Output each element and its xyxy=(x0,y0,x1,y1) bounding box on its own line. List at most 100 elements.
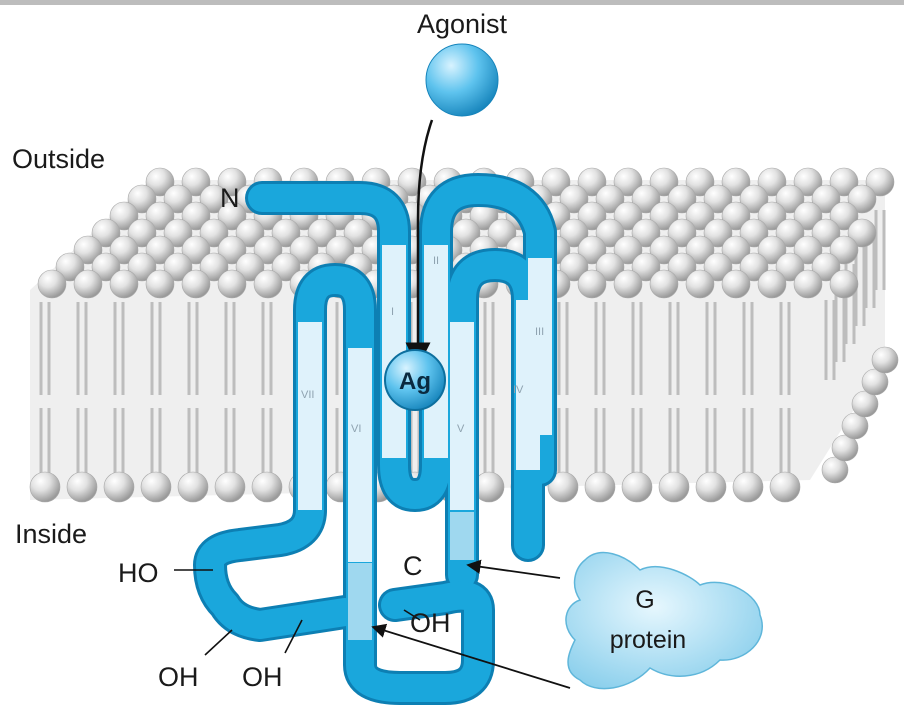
lipid-head xyxy=(181,235,211,265)
receptor xyxy=(193,173,557,705)
lipid-head xyxy=(127,184,157,214)
lipid-head xyxy=(829,269,859,299)
lipid-head xyxy=(847,184,877,214)
lipid-head xyxy=(547,471,579,503)
lipid-head xyxy=(145,201,175,231)
lipid-head xyxy=(577,167,607,197)
binding-arrow xyxy=(405,119,434,368)
lipid-head xyxy=(811,218,841,248)
lipid-head xyxy=(214,471,246,503)
lipid-head xyxy=(217,201,247,231)
lipid-head xyxy=(721,167,751,197)
lipid-head xyxy=(865,167,895,197)
lipid-head xyxy=(757,269,787,299)
lipid-head xyxy=(793,269,823,299)
lipid-head xyxy=(793,167,823,197)
lipid-head xyxy=(667,252,697,282)
helix-label-1: I xyxy=(391,306,394,318)
lipid-head xyxy=(127,252,157,282)
lipid-head xyxy=(703,218,733,248)
lipid-head xyxy=(73,269,103,299)
lipid-head xyxy=(217,269,247,299)
g-protein-label-g: G xyxy=(635,586,654,614)
helix-label-4: IV xyxy=(513,384,524,396)
lipid-head xyxy=(181,201,211,231)
hydroxyl-leaders xyxy=(174,569,421,656)
lipid-head xyxy=(199,184,229,214)
lipid-head xyxy=(91,252,121,282)
lipid-head xyxy=(91,218,121,248)
g-protein-arrow-lower xyxy=(371,623,571,689)
n-terminus-label: N xyxy=(220,183,240,213)
lipid-head xyxy=(721,235,751,265)
lipid-head xyxy=(829,201,859,231)
lipid-head xyxy=(595,218,625,248)
lipid-head xyxy=(851,390,879,418)
oh-label-right: OH xyxy=(410,608,451,638)
lipid-head xyxy=(667,184,697,214)
lipid-head xyxy=(631,218,661,248)
lipid-head xyxy=(235,252,265,282)
lipid-head xyxy=(163,252,193,282)
helix-label-7: VII xyxy=(301,389,314,401)
lipid-head xyxy=(577,269,607,299)
lipid-head xyxy=(103,471,135,503)
agonist-ball xyxy=(425,43,499,117)
lipid-head xyxy=(487,218,517,248)
lipid-head xyxy=(841,412,869,440)
lipid-head xyxy=(559,184,589,214)
lipid-head xyxy=(343,218,373,248)
lipid-head xyxy=(253,235,283,265)
lipid-head xyxy=(595,184,625,214)
lipid-head xyxy=(829,235,859,265)
lipid-head xyxy=(685,269,715,299)
lipid-head xyxy=(649,201,679,231)
g-protein-blob xyxy=(565,551,763,690)
lipid-head xyxy=(658,471,690,503)
lipid-head xyxy=(861,368,889,396)
lipid-head xyxy=(577,235,607,265)
ligand-bound xyxy=(384,349,446,411)
lipid-head xyxy=(649,167,679,197)
lipid-head xyxy=(757,167,787,197)
lipid-head xyxy=(811,252,841,282)
agonist-label: Agonist xyxy=(417,9,508,39)
lipid-head xyxy=(721,269,751,299)
lipid-head xyxy=(721,201,751,231)
lipid-head xyxy=(199,252,229,282)
lipid-head xyxy=(757,235,787,265)
lipid-head xyxy=(631,184,661,214)
lipid-head xyxy=(55,252,85,282)
lipid-head xyxy=(613,167,643,197)
lipid-head xyxy=(739,218,769,248)
lipid-head xyxy=(140,471,172,503)
lipid-head xyxy=(145,269,175,299)
lipid-head xyxy=(251,471,283,503)
helix-label-2: II xyxy=(433,255,439,267)
lipid-head xyxy=(181,269,211,299)
lipid-head xyxy=(811,184,841,214)
lipid-head xyxy=(871,346,899,374)
lipid-head xyxy=(739,184,769,214)
lipid-head xyxy=(109,269,139,299)
lipid-head xyxy=(775,252,805,282)
lipid-head xyxy=(29,471,61,503)
lipid-head xyxy=(127,218,157,248)
lipid-head xyxy=(577,201,607,231)
lipid-head xyxy=(66,471,98,503)
inside-label: Inside xyxy=(15,519,87,549)
helix-labels: I II III IV V VI VII xyxy=(301,255,544,435)
top-rule xyxy=(0,0,904,5)
lipid-head xyxy=(685,201,715,231)
lipid-head xyxy=(559,218,589,248)
lipid-head xyxy=(631,252,661,282)
helix-label-5: V xyxy=(457,423,465,435)
helix-label-6: VI xyxy=(351,423,361,435)
lipid-head xyxy=(271,252,301,282)
lipid-head xyxy=(667,218,697,248)
lipid-head xyxy=(831,434,859,462)
lipid-head xyxy=(109,235,139,265)
lipid-head xyxy=(163,184,193,214)
lipid-head xyxy=(307,218,337,248)
